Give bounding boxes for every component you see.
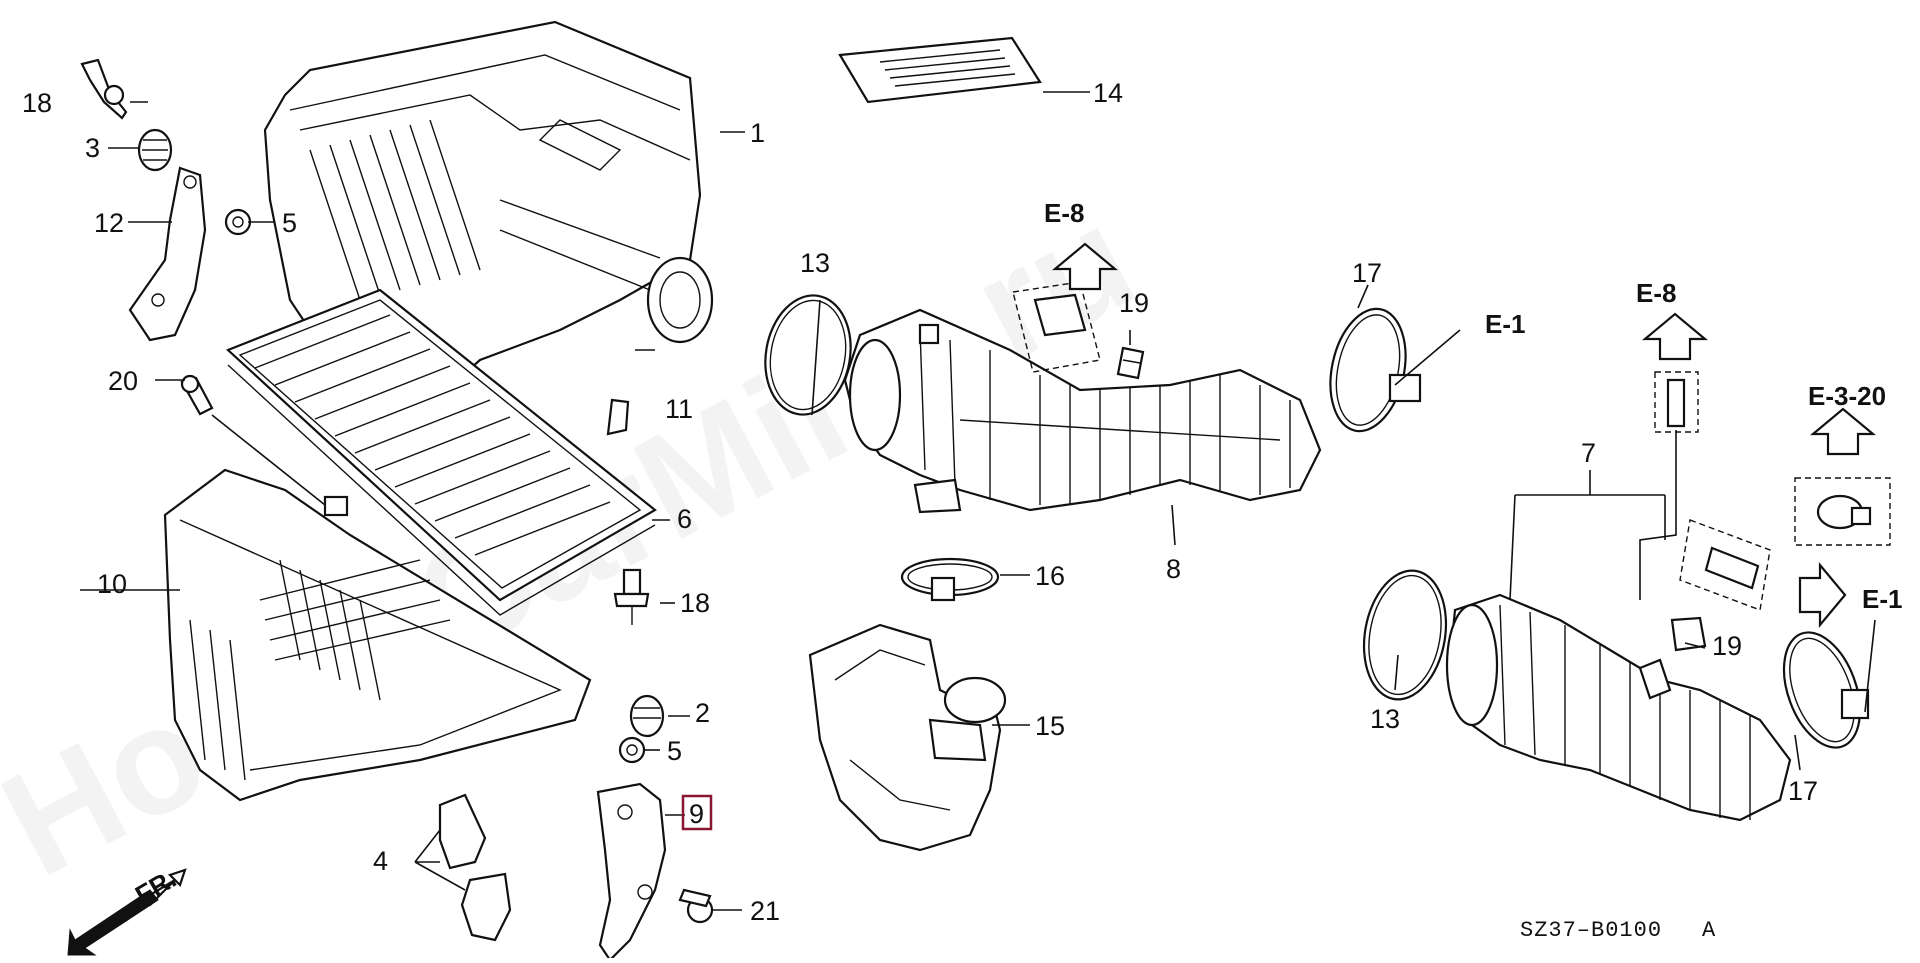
detail-vacuum-hose [1639, 371, 1771, 611]
callout-16[interactable]: 16 [1035, 561, 1065, 591]
callout-6[interactable]: 6 [677, 504, 692, 534]
part-15-resonator-duct[interactable] [808, 623, 1007, 852]
callout-19-upper[interactable]: 19 [1119, 288, 1149, 318]
callout-9[interactable]: 9 [689, 799, 704, 829]
ref-label-e1-lower[interactable]: E-1 [1862, 584, 1902, 614]
part-10-lower-housing[interactable] [163, 468, 592, 802]
callout-5-lower[interactable]: 5 [667, 736, 682, 766]
part-2-grommet[interactable] [629, 694, 665, 738]
callout-3[interactable]: 3 [85, 133, 100, 163]
callout-7[interactable]: 7 [1581, 438, 1596, 468]
ref-label-e8-right[interactable]: E-8 [1636, 278, 1676, 308]
part-18-bolt-top[interactable] [80, 58, 128, 120]
callout-14[interactable]: 14 [1093, 78, 1123, 108]
part-3-grommet[interactable] [137, 128, 173, 172]
callout-15[interactable]: 15 [1035, 711, 1065, 741]
ref-arrow-e3-20[interactable] [1809, 407, 1877, 456]
diagram-code: SZ37–B0100 [1520, 918, 1662, 943]
callout-18-lower[interactable]: 18 [680, 588, 710, 618]
part-16-clamp[interactable] [900, 557, 1000, 602]
callout-19-lower[interactable]: 19 [1712, 631, 1742, 661]
part-4-clips[interactable] [438, 793, 512, 942]
part-12-bracket[interactable] [128, 166, 207, 342]
part-18-bolt-lower[interactable] [613, 568, 650, 625]
callout-10[interactable]: 10 [97, 569, 127, 599]
part-13-seal-ring-left[interactable] [756, 289, 860, 422]
part-6-filter-element[interactable] [225, 288, 657, 616]
callout-18-upper[interactable]: 18 [22, 88, 52, 118]
part-5-clip-top[interactable] [224, 208, 252, 236]
detail-box-e8-upper [1012, 281, 1101, 373]
callout-labels: 1 2 3 4 5 5 6 7 8 9 10 11 12 13 13 14 15… [22, 78, 1818, 926]
part-19-clip-upper[interactable] [1116, 346, 1145, 380]
ref-label-e1-upper[interactable]: E-1 [1485, 309, 1525, 339]
ref-label-e8-upper[interactable]: E-8 [1044, 198, 1084, 228]
callout-1[interactable]: 1 [750, 118, 765, 148]
callout-13-left[interactable]: 13 [800, 248, 830, 278]
diagram-code-block: SZ37–B0100 A [1520, 918, 1716, 943]
callout-4[interactable]: 4 [373, 846, 388, 876]
leader-lines [80, 91, 1876, 911]
callout-2[interactable]: 2 [695, 698, 710, 728]
part-19-clip-lower[interactable] [1670, 616, 1707, 652]
callout-9-box [681, 794, 713, 831]
callout-17-lower[interactable]: 17 [1788, 776, 1818, 806]
ref-label-e3-20[interactable]: E-3-20 [1808, 381, 1886, 411]
part-14-label[interactable] [838, 36, 1042, 104]
part-5-clip-lower[interactable] [618, 736, 646, 764]
callout-12[interactable]: 12 [94, 208, 124, 238]
callout-8[interactable]: 8 [1166, 554, 1181, 584]
part-21-bolt[interactable] [678, 888, 714, 924]
part-20-bolt[interactable] [180, 374, 214, 416]
callout-11[interactable]: 11 [665, 394, 693, 424]
part-11-clip[interactable] [606, 398, 630, 436]
callout-20[interactable]: 20 [108, 366, 138, 396]
part-17-clamp-upper[interactable] [1320, 302, 1422, 438]
part-9-bracket[interactable] [596, 782, 667, 962]
callout-21[interactable]: 21 [750, 896, 780, 926]
ref-arrow-e1-lower[interactable] [1798, 561, 1847, 629]
diagram-revision: A [1702, 918, 1716, 943]
part-8-intake-tube[interactable] [843, 308, 1322, 514]
ref-arrow-e8-right[interactable] [1641, 312, 1709, 361]
part-13-seal-ring-right[interactable] [1354, 564, 1455, 706]
ref-arrow-e8-upper[interactable] [1051, 242, 1119, 291]
callout-5-upper[interactable]: 5 [282, 208, 297, 238]
detail-box-e3-20 [1794, 477, 1891, 546]
part-17-clamp-lower[interactable] [1770, 622, 1875, 758]
part-7-intake-tube-assembly[interactable] [1445, 593, 1792, 822]
callout-17-upper[interactable]: 17 [1352, 258, 1382, 288]
callout-13-right[interactable]: 13 [1370, 704, 1400, 734]
front-arrow [67, 868, 187, 956]
